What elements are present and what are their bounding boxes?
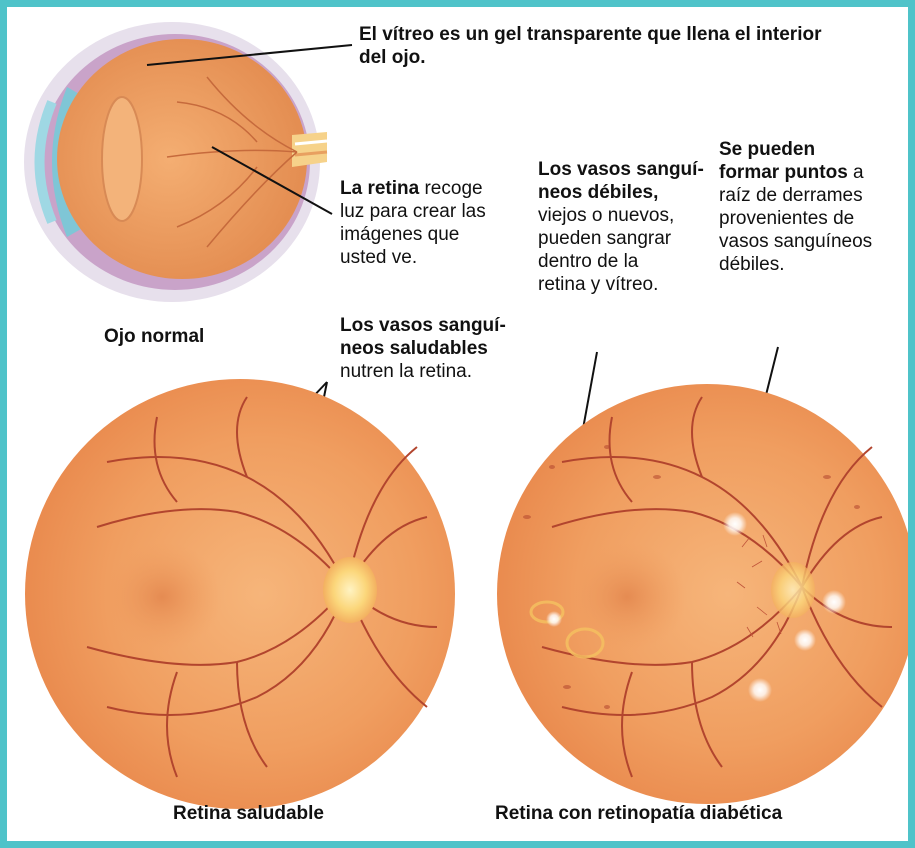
retina-label-bold: La retina bbox=[340, 178, 419, 199]
retina-label-text-2: luz para crear las bbox=[340, 200, 530, 223]
retina-label-text-1: recoge bbox=[419, 178, 482, 199]
retina-label: La retina recoge luz para crear las imág… bbox=[340, 177, 530, 269]
weak-vessels-text-3: dentro de la bbox=[538, 250, 718, 273]
spots-text-1: a bbox=[848, 162, 864, 183]
healthy-vessels-bold-1: Los vasos sanguí- bbox=[340, 314, 530, 337]
diabetic-retina-illustration bbox=[497, 384, 908, 804]
diabetic-retina-caption: Retina con retinopatía diabética bbox=[495, 803, 782, 825]
spots-text-5: débiles. bbox=[719, 253, 899, 276]
healthy-vessels-text: nutren la retina. bbox=[340, 360, 530, 383]
weak-vessels-text-4: retina y vítreo. bbox=[538, 273, 718, 296]
weak-vessels-text-2: pueden sangrar bbox=[538, 227, 718, 250]
retina-label-text-4: usted ve. bbox=[340, 246, 530, 269]
illustration bbox=[7, 7, 908, 841]
vitreous-label: El vítreo es un gel transparente que lle… bbox=[359, 23, 829, 69]
weak-vessels-text-1: viejos o nuevos, bbox=[538, 204, 718, 227]
spots-text-4: vasos sanguíneos bbox=[719, 230, 899, 253]
weak-vessels-bold-1: Los vasos sanguí- bbox=[538, 158, 718, 181]
weak-vessels-label: Los vasos sanguí- neos débiles, viejos o… bbox=[538, 158, 718, 296]
spots-bold-2: formar puntos bbox=[719, 162, 848, 183]
spots-text-2: raíz de derrames bbox=[719, 184, 899, 207]
spots-label: Se pueden formar puntos a raíz de derram… bbox=[719, 138, 899, 276]
weak-vessels-bold-2: neos débiles, bbox=[538, 181, 718, 204]
healthy-retina-caption: Retina saludable bbox=[173, 803, 324, 825]
healthy-retina-illustration bbox=[25, 379, 455, 809]
spots-text-3: provenientes de bbox=[719, 207, 899, 230]
healthy-vessels-bold-2: neos saludables bbox=[340, 337, 530, 360]
healthy-vessels-label: Los vasos sanguí- neos saludables nutren… bbox=[340, 314, 530, 383]
normal-eye-illustration bbox=[24, 22, 327, 302]
normal-eye-caption: Ojo normal bbox=[104, 326, 204, 348]
retina-label-text-3: imágenes que bbox=[340, 223, 530, 246]
spots-bold-1: Se pueden bbox=[719, 138, 899, 161]
